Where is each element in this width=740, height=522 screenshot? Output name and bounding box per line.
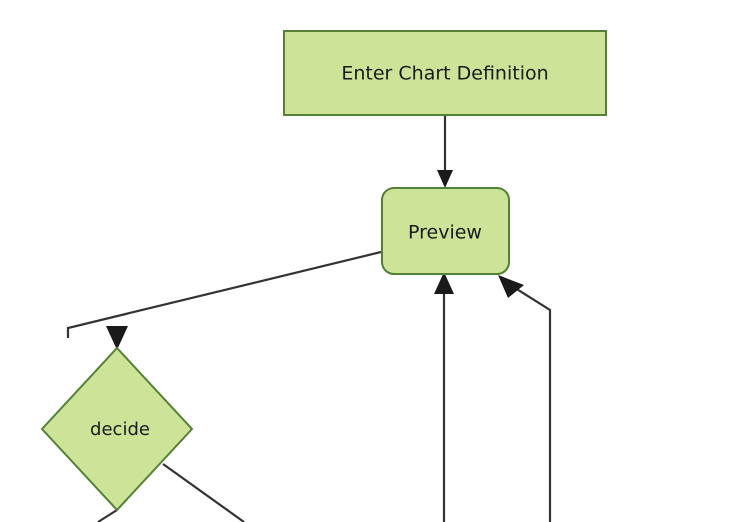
arrowhead-upleft-icon: [498, 275, 524, 298]
arrowhead-down-icon: [437, 170, 453, 188]
node-preview[interactable]: Preview: [381, 187, 510, 275]
edge-preview-to-decide[interactable]: [66, 250, 382, 350]
edge-line: [503, 280, 552, 522]
edge-line: [162, 463, 245, 522]
node-rounded-rectangle-shape: [381, 187, 510, 275]
node-enter-chart-definition[interactable]: Enter Chart Definition: [283, 30, 607, 116]
edge-offscreen-to-preview-center[interactable]: [434, 272, 454, 522]
edge-layer: [66, 116, 552, 522]
edge-offscreen-to-preview-right[interactable]: [498, 275, 552, 522]
edge-decide-to-offscreen-right[interactable]: [162, 463, 245, 522]
node-diamond-shape: [40, 346, 194, 512]
node-rectangle-shape: [283, 30, 607, 116]
edge-line: [66, 250, 382, 338]
node-layer: Enter Chart Definition Preview decide: [40, 30, 607, 512]
arrowhead-up-icon: [434, 272, 454, 294]
edge-enter-chart-definition-to-preview[interactable]: [437, 116, 453, 188]
node-decide[interactable]: decide: [40, 346, 194, 512]
edge-decide-to-offscreen-left[interactable]: [97, 509, 118, 522]
edge-line: [97, 509, 118, 522]
arrowhead-down-icon: [106, 326, 128, 350]
